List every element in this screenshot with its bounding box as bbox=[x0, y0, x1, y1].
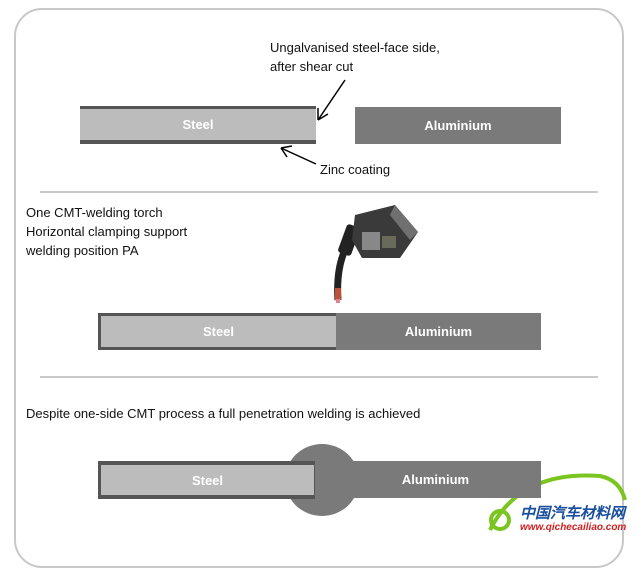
steel-label: Steel bbox=[202, 324, 235, 339]
annotation-zinc-coating: Zinc coating bbox=[320, 162, 391, 177]
watermark-title: 中国汽车材料网 bbox=[520, 505, 626, 522]
welding-torch-image bbox=[334, 205, 418, 303]
aluminium-label: Aluminium bbox=[404, 324, 473, 339]
steel-label: Steel bbox=[191, 472, 224, 488]
result-caption: Despite one-side CMT process a full pene… bbox=[26, 406, 421, 421]
aluminium-plate-1: Aluminium bbox=[355, 107, 561, 144]
watermark-logo bbox=[488, 473, 627, 531]
annotation-ungalvanised: Ungalvanised steel-face side, bbox=[270, 40, 440, 55]
watermark-url: www.qichecailiao.com bbox=[520, 522, 627, 533]
divider-2 bbox=[40, 376, 598, 378]
arrows bbox=[280, 79, 627, 531]
steel-plate-1: Steel bbox=[80, 106, 316, 144]
arrow-zinc bbox=[280, 145, 317, 165]
aluminium-label: Aluminium bbox=[401, 472, 470, 487]
steel-plate-3: Steel bbox=[98, 461, 315, 499]
setup-line-2: Horizontal clamping support bbox=[26, 224, 188, 239]
divider-1 bbox=[40, 191, 598, 193]
aluminium-plate-2: Aluminium bbox=[336, 313, 541, 350]
arrow-ungalvanised bbox=[317, 79, 346, 121]
steel-plate-2: Steel bbox=[98, 313, 336, 350]
setup-line-1: One CMT-welding torch bbox=[26, 205, 163, 220]
annotation-shear-cut: after shear cut bbox=[270, 59, 354, 74]
aluminium-plate-3: Aluminium bbox=[330, 461, 541, 498]
steel-label: Steel bbox=[182, 117, 214, 132]
setup-line-3: welding position PA bbox=[26, 243, 139, 258]
aluminium-label: Aluminium bbox=[424, 118, 492, 133]
